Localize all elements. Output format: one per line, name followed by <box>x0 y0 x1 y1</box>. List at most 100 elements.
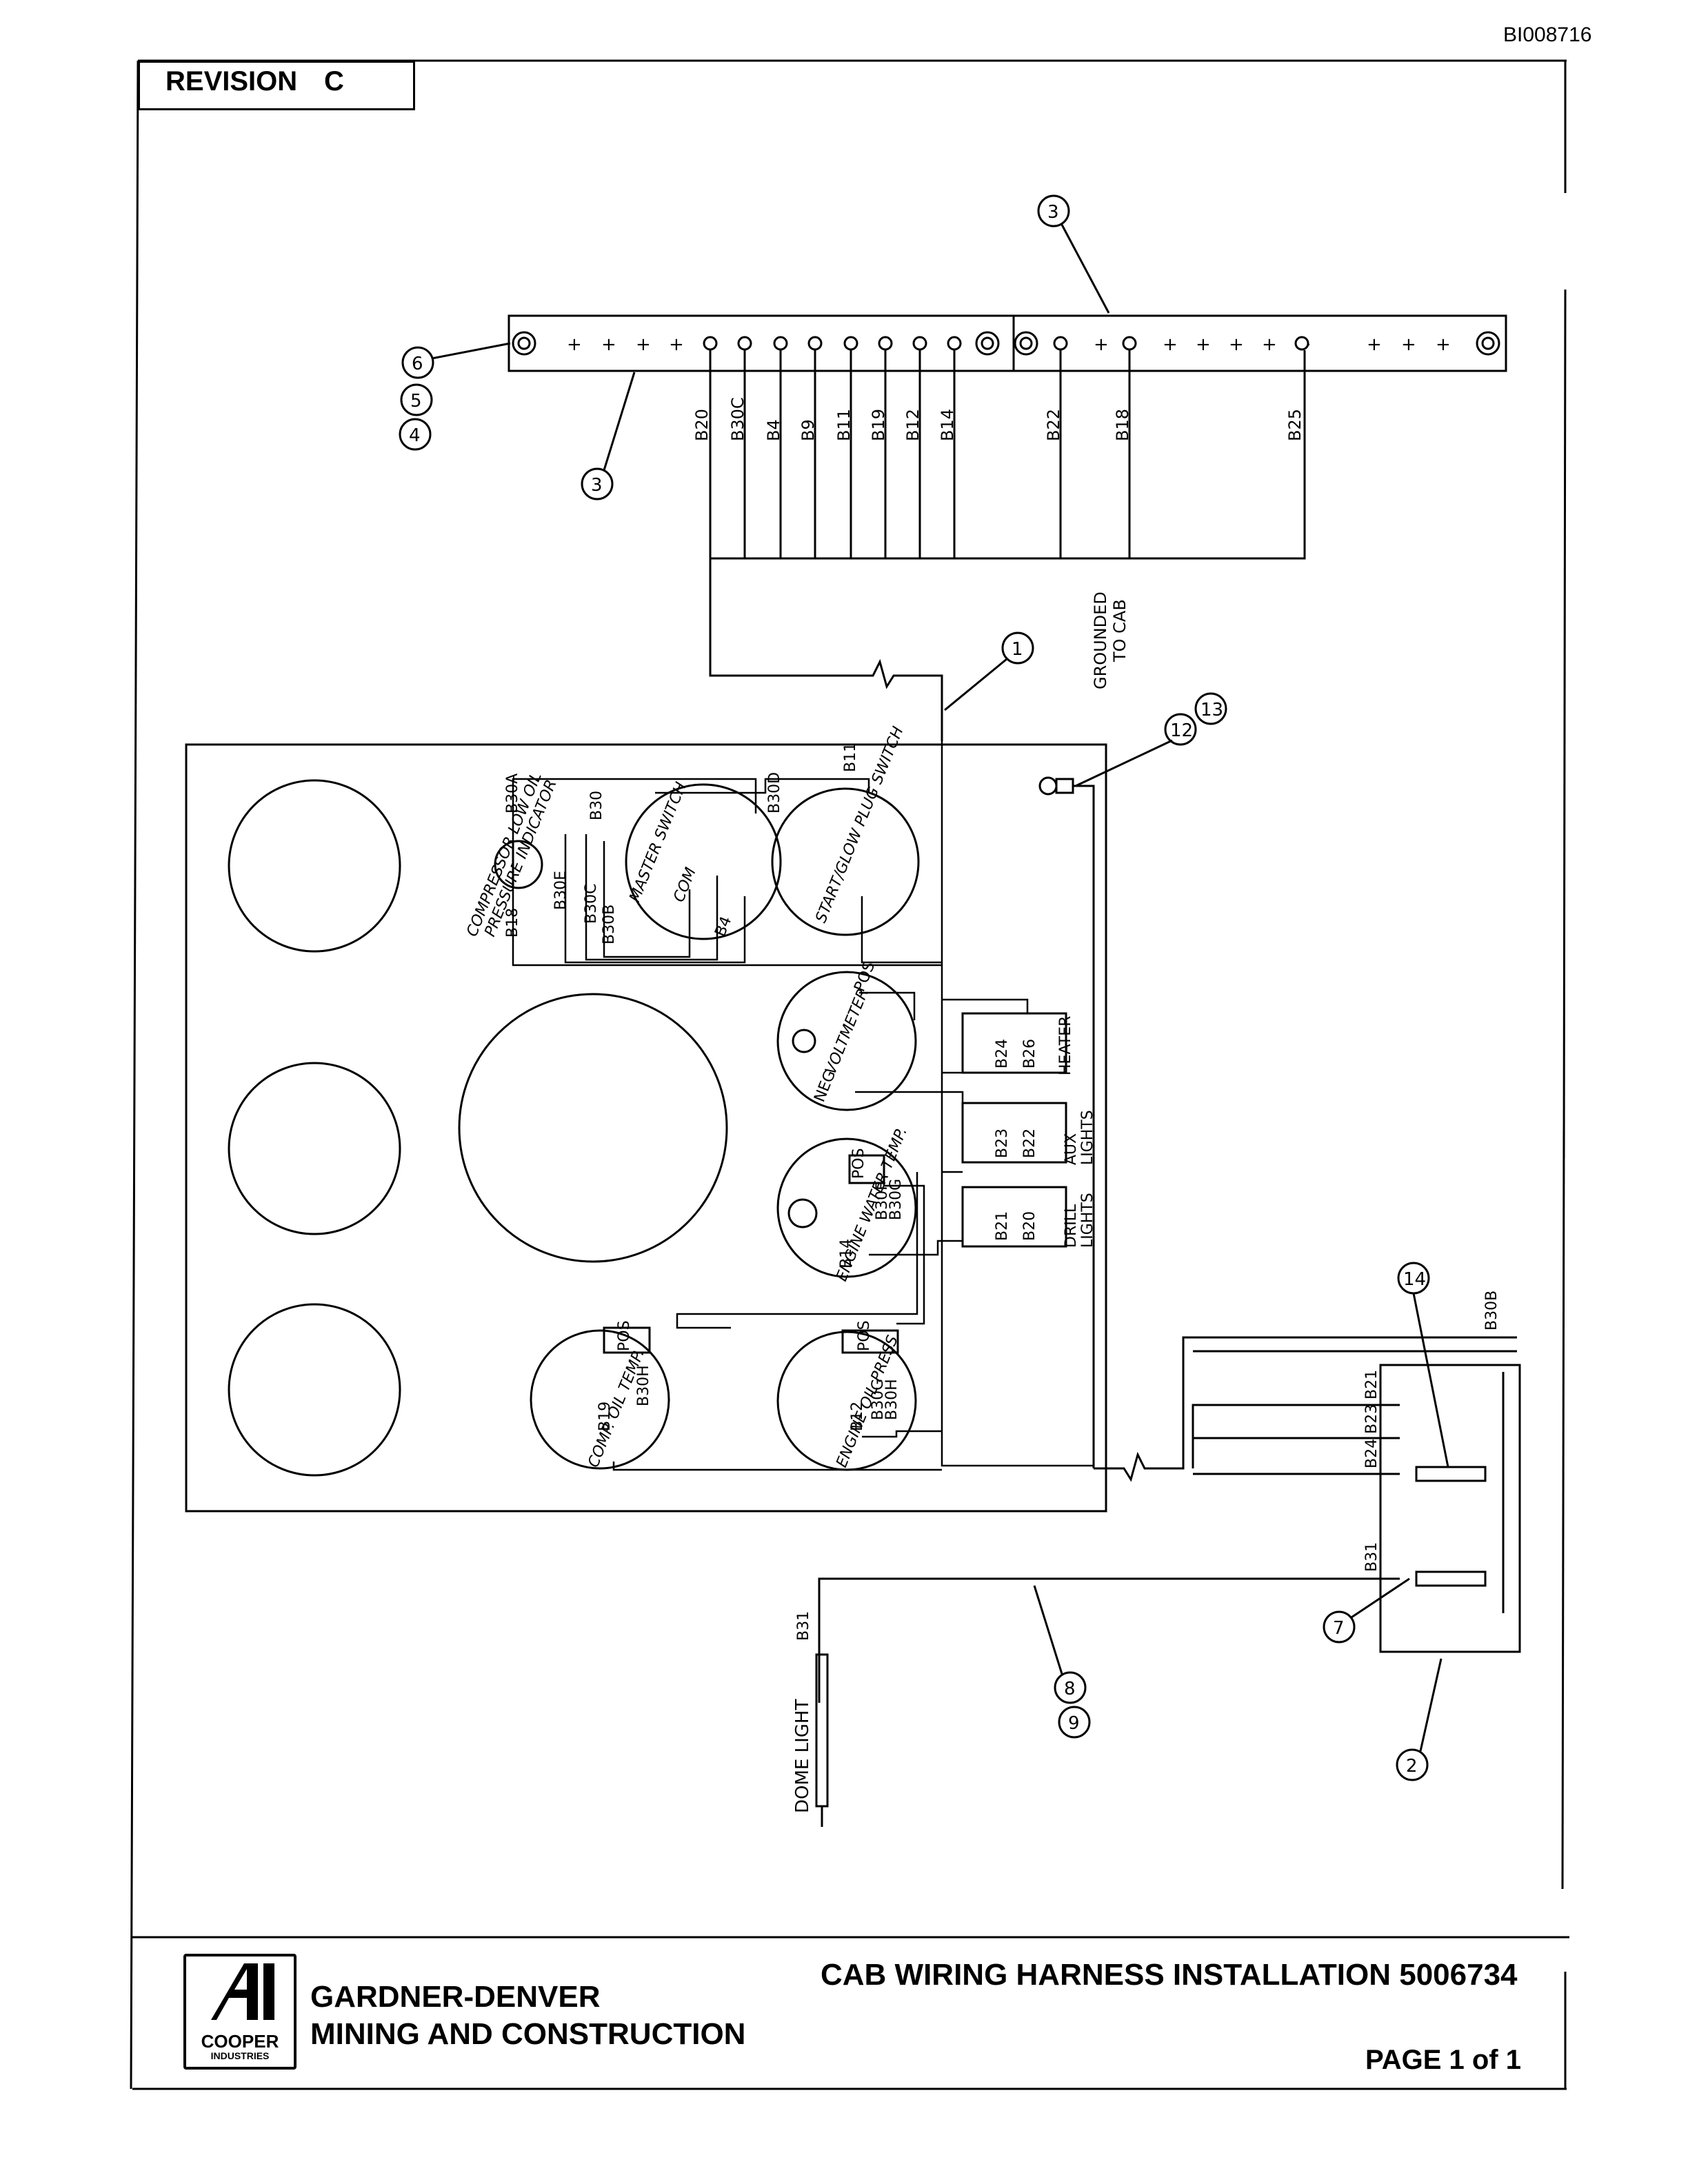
svg-text:4: 4 <box>409 425 421 446</box>
revision-label: REVISION <box>165 66 298 97</box>
heater-label: HEATER <box>1057 1016 1074 1075</box>
drill-lights-label: DRILL <box>1063 1204 1080 1248</box>
svg-text:+: + <box>1367 334 1382 355</box>
label-B9: B9 <box>798 419 818 441</box>
svg-text:1: 1 <box>1012 639 1023 660</box>
svg-text:B31: B31 <box>795 1611 812 1641</box>
svg-text:+: + <box>636 334 651 355</box>
strip-ring-terminals <box>703 336 1309 351</box>
svg-text:B4: B4 <box>712 914 735 939</box>
svg-text:B30H: B30H <box>883 1379 901 1420</box>
svg-text:+: + <box>1262 334 1277 355</box>
strip-plus-terminals: + + + + + + + + + + + + + <box>567 334 1451 355</box>
svg-text:13: 13 <box>1200 700 1223 720</box>
svg-text:B30E: B30E <box>552 871 570 910</box>
svg-text:B12: B12 <box>849 1402 866 1431</box>
svg-text:B30B: B30B <box>1483 1291 1500 1331</box>
voltmeter-label: VOLTMETER <box>822 986 872 1077</box>
callouts <box>399 194 1449 1781</box>
instrument-panel <box>185 743 1107 1513</box>
svg-text:B11: B11 <box>842 742 859 772</box>
label-B14: B14 <box>938 409 957 441</box>
company-name-line1: GARDNER-DENVER <box>310 1980 601 2014</box>
svg-text:12: 12 <box>1170 720 1193 741</box>
svg-text:B18: B18 <box>504 908 521 938</box>
ground-lug <box>1038 776 1095 1468</box>
svg-text:3: 3 <box>591 475 603 496</box>
page-number: PAGE 1 of 1 <box>1365 2045 1521 2075</box>
svg-text:+: + <box>1436 334 1451 355</box>
svg-text:5: 5 <box>410 391 422 412</box>
svg-text:14: 14 <box>1403 1269 1426 1290</box>
dome-light <box>815 1653 829 1827</box>
svg-text:+: + <box>567 334 582 355</box>
svg-text:9: 9 <box>1068 1713 1080 1734</box>
terminal-strip <box>508 314 1507 372</box>
svg-text:B19: B19 <box>596 1402 614 1431</box>
svg-text:6: 6 <box>412 354 423 374</box>
svg-text:B30G: B30G <box>887 1179 905 1220</box>
svg-text:B24: B24 <box>994 1039 1011 1069</box>
svg-text:B31: B31 <box>1363 1542 1380 1572</box>
label-B11: B11 <box>834 409 854 441</box>
panel-wiring <box>512 741 1094 1471</box>
svg-text:B24: B24 <box>1363 1439 1380 1468</box>
label-B20: B20 <box>692 409 712 441</box>
svg-text:+: + <box>1163 334 1178 355</box>
svg-text:7: 7 <box>1333 1618 1345 1639</box>
label-B18: B18 <box>1113 409 1132 441</box>
svg-text:B30A: B30A <box>504 774 521 813</box>
svg-text:B30: B30 <box>588 791 605 820</box>
document-id: BI008716 <box>1503 23 1592 46</box>
svg-text:POS: POS <box>850 1148 867 1179</box>
grounded-label-2: TO CAB <box>1110 599 1129 663</box>
svg-text:B21: B21 <box>994 1211 1011 1241</box>
svg-text:B21: B21 <box>1363 1370 1380 1399</box>
svg-text:LIGHTS: LIGHTS <box>1079 1193 1096 1248</box>
svg-text:B26: B26 <box>1021 1039 1038 1069</box>
cooper-industries-logo: COOPER INDUSTRIES <box>183 1954 297 2070</box>
svg-text:LIGHTS: LIGHTS <box>1079 1110 1096 1165</box>
svg-text:3: 3 <box>1047 202 1059 223</box>
svg-text:+: + <box>601 334 616 355</box>
aux-lights-label: AUX <box>1063 1133 1080 1165</box>
label-B25: B25 <box>1285 409 1305 441</box>
svg-text:POS: POS <box>616 1320 633 1351</box>
svg-text:+: + <box>1196 334 1211 355</box>
svg-text:+: + <box>1229 334 1244 355</box>
start-glow-switch-label: START/GLOW PLUG SWITCH <box>812 725 907 926</box>
svg-text:B30F: B30F <box>874 1182 891 1220</box>
panel-labels: COMPRESSOR LOW OIL PRESSURE INDICATOR B1… <box>463 725 1096 1470</box>
fuse-block <box>818 1336 1521 1703</box>
svg-text:8: 8 <box>1064 1679 1076 1699</box>
company-name-line2: MINING AND CONSTRUCTION <box>310 2017 746 2051</box>
logo-mark <box>211 1963 274 2020</box>
svg-text:+: + <box>669 334 684 355</box>
label-B19: B19 <box>869 409 888 441</box>
svg-text:B30D: B30D <box>766 772 783 813</box>
drawing-title: CAB WIRING HARNESS INSTALLATION 5006734 <box>821 1958 1518 1992</box>
label-B22: B22 <box>1044 409 1063 441</box>
svg-text:NEG: NEG <box>811 1068 839 1104</box>
svg-text:2: 2 <box>1406 1756 1418 1777</box>
fuse-block-labels: B30B B21 B23 B24 B31 <box>1363 1291 1500 1572</box>
callout-numbers: 3 3 6 5 4 1 12 13 14 7 8 9 2 <box>409 202 1426 1777</box>
svg-text:+: + <box>1401 334 1416 355</box>
svg-text:B14: B14 <box>838 1239 855 1268</box>
svg-text:COM: COM <box>670 865 700 904</box>
svg-text:B30B: B30B <box>601 904 618 944</box>
svg-text:B30H: B30H <box>635 1365 652 1406</box>
svg-text:B20: B20 <box>1021 1211 1038 1241</box>
label-B12: B12 <box>903 409 923 441</box>
revision-letter: C <box>324 66 344 97</box>
logo-industries-text: INDUSTRIES <box>210 2050 270 2061</box>
label-B4: B4 <box>764 419 783 441</box>
logo-cooper-text: COOPER <box>201 2031 279 2052</box>
grounded-label-1: GROUNDED <box>1091 592 1110 689</box>
svg-text:B23: B23 <box>1363 1404 1380 1434</box>
dome-light-label: DOME LIGHT <box>792 1699 813 1813</box>
strip-wire-labels: B20 B30C B4 B9 B11 B19 B12 B14 B22 B18 B… <box>692 397 1305 441</box>
svg-text:B23: B23 <box>994 1129 1011 1158</box>
harness-wires <box>709 350 1306 741</box>
